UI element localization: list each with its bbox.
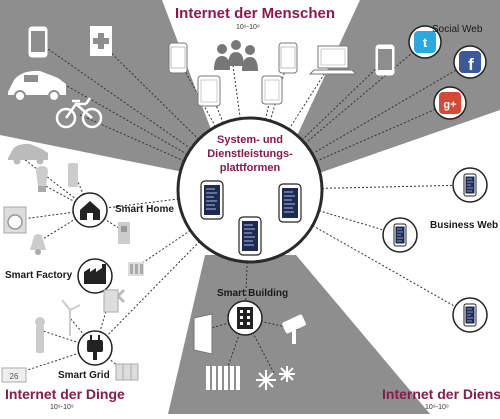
phone-icon xyxy=(28,26,48,58)
radiator-icon xyxy=(206,366,240,390)
svg-text:g+: g+ xyxy=(443,99,456,111)
washing-machine-icon xyxy=(3,206,27,234)
business-device-icon xyxy=(452,297,488,333)
scale-bottom-right: 10⁹-10⁹ xyxy=(425,404,449,411)
phone-icon xyxy=(375,44,395,76)
business-device-icon xyxy=(452,167,488,203)
gear-icon xyxy=(128,262,144,276)
wedge-top-right xyxy=(295,0,500,178)
phone-icon xyxy=(168,42,188,74)
snowflake-icon xyxy=(256,366,295,390)
phone-icon xyxy=(278,42,298,74)
platform-device-icon xyxy=(200,180,224,220)
bicycle-icon xyxy=(55,97,103,129)
central-platform xyxy=(176,116,324,264)
lamp-icon xyxy=(35,317,45,353)
building-icon xyxy=(227,300,263,336)
factory-icon xyxy=(77,258,113,294)
svg-text:f: f xyxy=(468,55,474,74)
tablet-icon xyxy=(197,75,221,107)
svg-text:26: 26 xyxy=(10,372,19,381)
twitter-icon: t xyxy=(408,25,442,59)
people-icon xyxy=(214,40,258,71)
wind-turbine-icon xyxy=(61,299,81,336)
google-plus-icon: g+ xyxy=(433,86,467,120)
label-social-web: Social Web xyxy=(432,24,483,35)
door-icon xyxy=(193,313,213,355)
label-smart-home: Smart Home xyxy=(115,204,174,215)
platform-device-icon xyxy=(278,183,302,223)
label-smart-factory: Smart Factory xyxy=(5,270,73,281)
platform-device-icon xyxy=(238,216,262,256)
plug-icon xyxy=(77,330,113,366)
lamp-icon xyxy=(36,166,48,192)
battery-icon xyxy=(103,289,119,313)
scale-top: 10⁹-10⁹ xyxy=(236,24,260,31)
center-label-line3: plattformen xyxy=(219,162,281,174)
svg-text:t: t xyxy=(423,35,428,50)
center-label-line2: Dienstleistungs- xyxy=(207,148,293,160)
business-device-icon xyxy=(382,217,418,253)
scale-bottom-left: 10⁹-10⁹ xyxy=(50,404,74,411)
solar-panel-icon xyxy=(115,363,139,381)
alarm-icon xyxy=(30,234,46,255)
label-smart-grid: Smart Grid xyxy=(58,370,110,381)
center-label-line1: System- und xyxy=(216,134,283,146)
label-smart-building: Smart Building xyxy=(217,288,289,299)
label-business-web: Business Web xyxy=(430,220,499,231)
wedge-top-left xyxy=(0,0,215,175)
camera-icon xyxy=(282,314,306,344)
tablet-icon xyxy=(261,75,283,105)
facebook-icon: f xyxy=(453,45,487,79)
house-icon xyxy=(72,192,108,228)
car-icon xyxy=(8,70,66,102)
hospital-icon xyxy=(90,26,112,56)
laptop-icon xyxy=(308,45,358,75)
switch-icon xyxy=(118,222,130,244)
car-icon xyxy=(8,143,48,165)
thermostat-icon xyxy=(68,163,78,187)
title-bottom-left: Internet der Dinge xyxy=(5,386,125,402)
title-bottom-right: Internet der Dienste xyxy=(382,386,500,402)
meter-icon: 26 xyxy=(1,367,27,383)
title-top: Internet der Menschen xyxy=(175,5,336,22)
